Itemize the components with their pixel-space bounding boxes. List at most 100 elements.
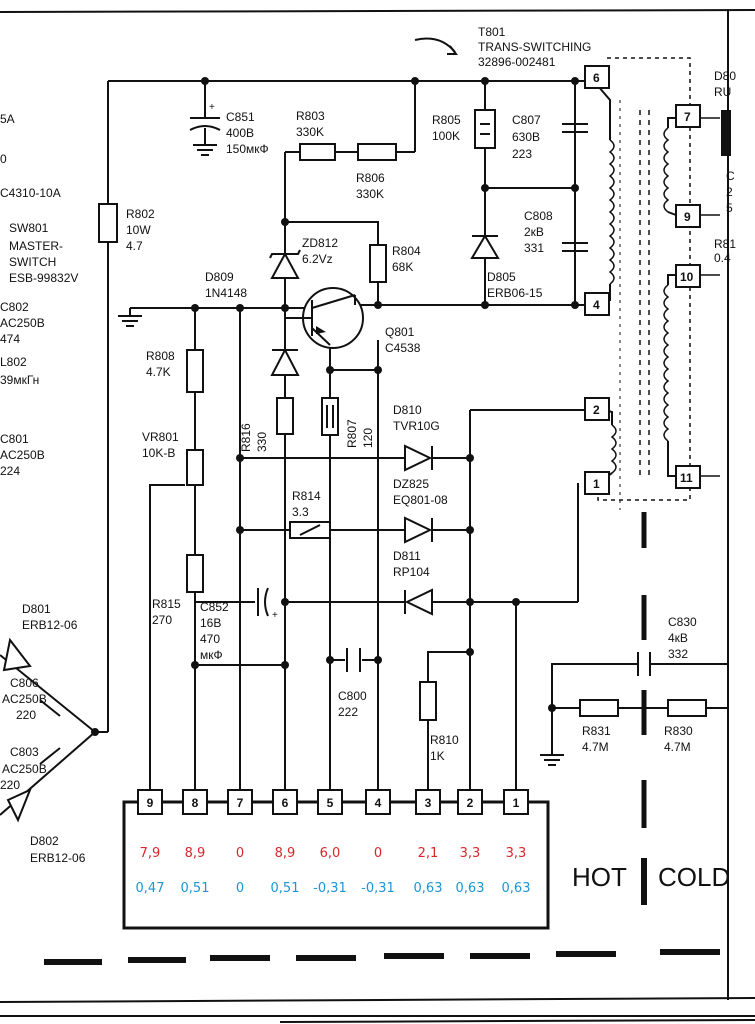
d811-ref: D811 [393, 549, 421, 563]
d810-diode: D810 TVR10G [393, 403, 440, 472]
r831-val: 4.7M [582, 740, 609, 754]
svg-text:1: 1 [593, 477, 600, 491]
ic-pin-label-6: 6 [282, 796, 289, 810]
svg-text:9: 9 [684, 210, 691, 224]
label-r81: R81 [714, 237, 736, 251]
ic-pin-label-4: 4 [375, 796, 382, 810]
svg-text:10: 10 [680, 270, 694, 284]
ic-voltage-cold-7: 0 [236, 881, 244, 896]
ic-pin-4 [365, 789, 391, 815]
t801-pin-9 [675, 204, 701, 228]
ic-voltage-hot-9: 7,9 [140, 846, 161, 861]
d802-part: ERB12-06 [30, 851, 86, 865]
ic-voltage-cold-1: 0,63 [502, 881, 531, 896]
d801-ref: D801 [22, 602, 51, 616]
dz825-part: EQ801-08 [393, 493, 448, 507]
d805-diode: D805 ERB06-15 [470, 234, 543, 300]
ground-symbol [118, 307, 145, 327]
d811-part: RP104 [393, 565, 430, 579]
r816-resistor: R816 330 [239, 397, 294, 452]
label-c802: C802 [0, 300, 29, 314]
ic-pin-8 [182, 789, 208, 815]
vr801-val: 10K-B [142, 446, 175, 460]
c808-capacitor: C808 2кВ 331 [524, 188, 588, 305]
r808-resistor: R808 4.7K [146, 349, 204, 393]
c806-v: AC250B [2, 692, 47, 706]
bottom-dash [44, 949, 720, 965]
label-2: 2 [726, 185, 733, 199]
ic-voltage-hot-6: 8,9 [275, 846, 296, 861]
ic-voltage-cold-9: 0,47 [136, 881, 165, 896]
label-esb: ESB-99832V [9, 271, 78, 285]
r807-ref: R807 [345, 419, 359, 448]
ic-voltage-hot-5: 6,0 [320, 846, 341, 861]
r807-val: 120 [361, 428, 375, 448]
label-sw801: SW801 [9, 221, 49, 235]
c807-capacitor: C807 630B 223 [512, 81, 588, 188]
t801-name: TRANS-SWITCHING [478, 40, 591, 54]
r808-val: 4.7K [146, 365, 171, 379]
ic-voltage-cold-8: 0,51 [181, 881, 210, 896]
ic-pin-label-8: 8 [192, 796, 199, 810]
r806-resistor: R806 330K [356, 143, 397, 201]
r810-val: 1K [430, 749, 445, 763]
svg-text:+: + [272, 610, 278, 621]
r808-ref: R808 [146, 349, 175, 363]
t801-part: 32896-002481 [478, 55, 556, 69]
label-switch: SWITCH [9, 255, 56, 269]
label-c802-v: AC250B [0, 316, 45, 330]
ic-pin-label-1: 1 [513, 796, 520, 810]
ic-pin-3 [415, 789, 441, 815]
zd812-val: 6.2Vz [302, 252, 333, 266]
r805-resistor: R805 100K [432, 109, 496, 149]
r831-ref: R831 [582, 724, 611, 738]
d809-ref: D809 [205, 270, 234, 284]
label-ru: RU [714, 85, 731, 99]
svg-text:4: 4 [593, 298, 600, 312]
t801-pin-6 [584, 65, 610, 89]
d805-ref: D805 [487, 270, 516, 284]
r802-val: 4.7 [126, 239, 143, 253]
c852-val: 470 [200, 632, 220, 646]
q801-ref: Q801 [385, 325, 415, 339]
c852-v: 16B [200, 616, 221, 630]
r814-val: 3.3 [292, 505, 309, 519]
ic-voltage-hot-7: 0 [236, 846, 244, 861]
zd812-zener: ZD812 6.2Vz [269, 236, 338, 279]
zd812-ref: ZD812 [302, 236, 338, 250]
r815-val: 270 [152, 613, 172, 627]
d809-part: 1N4148 [205, 286, 247, 300]
ic-pin-2 [457, 789, 483, 815]
label-l802: L802 [0, 355, 27, 369]
ic-pin-label-5: 5 [327, 796, 334, 810]
top-border [0, 9, 755, 13]
c830-val: 332 [668, 647, 688, 661]
ic-voltage-cold-6: 0,51 [271, 881, 300, 896]
r810-resistor: R810 1K [419, 681, 459, 763]
hot-label: HOT [572, 862, 627, 892]
c851-v: 400B [226, 126, 254, 140]
r806-ref: R806 [356, 171, 385, 185]
dz825-diode: DZ825 EQ801-08 [393, 477, 448, 544]
ic-pin-label-2: 2 [467, 796, 474, 810]
main-wiring [107, 80, 595, 800]
ic-voltage-cold-2: 0,63 [456, 881, 485, 896]
ic-pin-7 [227, 789, 253, 815]
c851-val: 150мкФ [226, 142, 269, 156]
diode-bridge: D801 ERB12-06 C806 AC250B 220 C803 AC250… [0, 602, 108, 865]
c803-val: 220 [0, 778, 20, 792]
t801-pin-10 [675, 264, 701, 288]
dz825-ref: DZ825 [393, 477, 429, 491]
label-c4310: C4310-10A [0, 186, 61, 200]
c851-ref: C851 [226, 110, 255, 124]
svg-text:2: 2 [593, 403, 600, 417]
r806-val: 330K [356, 187, 384, 201]
ic-voltage-hot-2: 3,3 [460, 846, 481, 861]
label-0: 0 [0, 152, 7, 166]
r816-ref: R816 [239, 423, 253, 452]
svg-text:11: 11 [680, 471, 693, 485]
r816-val: 330 [255, 432, 269, 452]
r805-val: 100K [432, 129, 460, 143]
t801-pin-4 [584, 292, 610, 316]
r804-val: 68K [392, 260, 413, 274]
